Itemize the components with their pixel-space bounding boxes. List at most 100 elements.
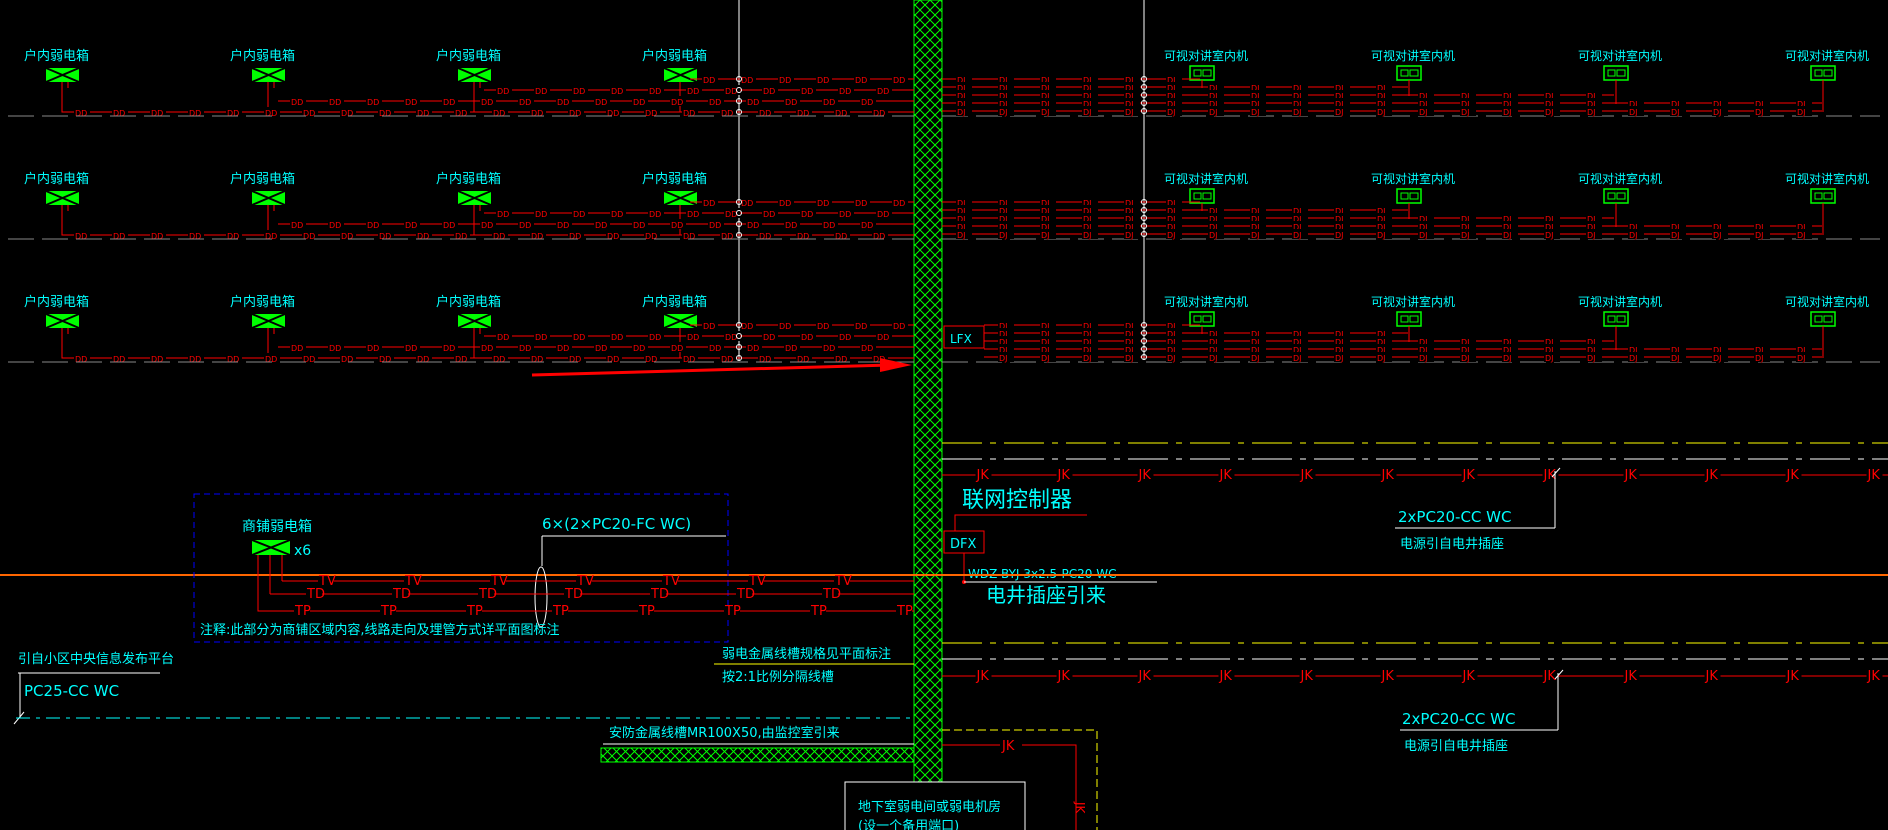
wire-code-label: DJ [1083,231,1092,240]
wire-gap [404,576,420,586]
wire-code-label: DJ [1251,338,1260,347]
wire-code-label: DD [747,221,759,230]
wire-code-label: DD [329,98,341,107]
wire-code-label: DD [703,322,715,331]
wire-gap [534,85,550,95]
wire-gap [1166,205,1182,215]
wire-gap [1418,98,1434,108]
wire-code-label: DJ [1377,215,1386,224]
wire-code-label: DJ [1629,346,1638,355]
wire-gap [1334,328,1350,338]
wire-gap [648,85,664,95]
wire-code-label: DJ [1461,108,1470,117]
wire-gap [534,331,550,341]
wire-gap [1586,344,1602,354]
wire-gap [1544,336,1560,346]
wire-gap [1082,106,1098,116]
wire-code-label: DJ [957,108,966,117]
wire-gap [416,353,432,363]
wire-gap [454,107,470,117]
wire-code-label: DJ [1503,338,1512,347]
wire-code-label: DJ [1461,354,1470,363]
wire-code-label: DD [481,98,493,107]
wire-code-label: DJ [1503,92,1512,101]
wire-code-label: DJ [1335,338,1344,347]
wire-gap [112,353,128,363]
wire-gap [1461,470,1478,480]
wire-gap [998,82,1014,92]
wire-gap [1586,336,1602,346]
wire-code-label: DD [817,76,829,85]
wire-gap [724,85,740,95]
wire-code-label: DD [291,221,303,230]
shop-box-label: 商铺弱电箱 [242,519,312,535]
riser-node [1141,223,1147,229]
wire-gap [1376,90,1392,100]
wire-gap [1376,98,1392,108]
wire-gap [708,219,724,229]
wire-code-label: DD [633,98,645,107]
wire-code-label: DJ [1377,108,1386,117]
wire-code-label: DD [645,232,657,241]
right-device-label: 可视对讲室内机 [1578,48,1662,63]
wire-code-label: DJ [1125,108,1134,117]
wire-gap [1124,205,1140,215]
wire-gap [1334,344,1350,354]
wire-code-label: DD [227,232,239,241]
wire-gap [366,342,382,352]
wire-gap [302,107,318,117]
wire-gap [1334,106,1350,116]
wire-gap [1208,90,1224,100]
wire-code-label: JK [1057,669,1071,684]
wire-gap [1082,336,1098,346]
wire-gap [1712,221,1728,231]
wire-code-label: DJ [1335,84,1344,93]
wire-code-label: DD [531,232,543,241]
wire-gap [1208,352,1224,362]
wire-code-label: DJ [1377,338,1386,347]
wire-code-label: DJ [1545,100,1554,109]
wire-code-label: DJ [957,92,966,101]
wire-gap [784,96,800,106]
wire-gap [956,205,972,215]
wire-gap [1623,671,1640,681]
dfx-label: DFX [950,537,976,552]
wire-code-label: DD [595,344,607,353]
wire-gap [1040,197,1056,207]
wire-gap [1376,106,1392,116]
wire-code-label: DJ [1629,354,1638,363]
wire-gap [518,342,534,352]
wire-gap [998,106,1014,116]
wire-gap [1461,671,1478,681]
intercom-unit-screen [1202,315,1212,323]
wire-code-label: DD [455,109,467,118]
wire-code-label: DD [75,355,87,364]
wire-code-label: TD [736,587,755,602]
network-controller-label: 联网控制器 [962,488,1072,513]
wire-gap [530,353,546,363]
wire-gap [1586,213,1602,223]
lfx-label: LFX [950,332,972,346]
wire-gap [778,320,794,330]
wire-gap [1380,470,1397,480]
wire-gap [816,320,832,330]
wire-gap [568,353,584,363]
wire-gap [975,470,992,480]
left-device-label: 户内弱电箱 [642,48,707,64]
wire-code-label: TV [576,574,594,589]
wire-code-label: DD [785,98,797,107]
wire-code-label: DJ [1419,346,1428,355]
wire-gap [1124,90,1140,100]
left-device-label: 户内弱电箱 [230,294,295,310]
wire-code-label: DJ [1419,223,1428,232]
wire-code-label: DD [855,76,867,85]
wire-gap [1334,90,1350,100]
wire-code-label: DJ [1461,338,1470,347]
wire-code-label: DD [741,199,753,208]
wire-code-label: DJ [1125,84,1134,93]
wire-gap [956,221,972,231]
wire-code-label: DJ [1125,231,1134,240]
wire-code-label: DJ [1293,215,1302,224]
wire-gap [1124,336,1140,346]
wire-code-label: DJ [1041,223,1050,232]
